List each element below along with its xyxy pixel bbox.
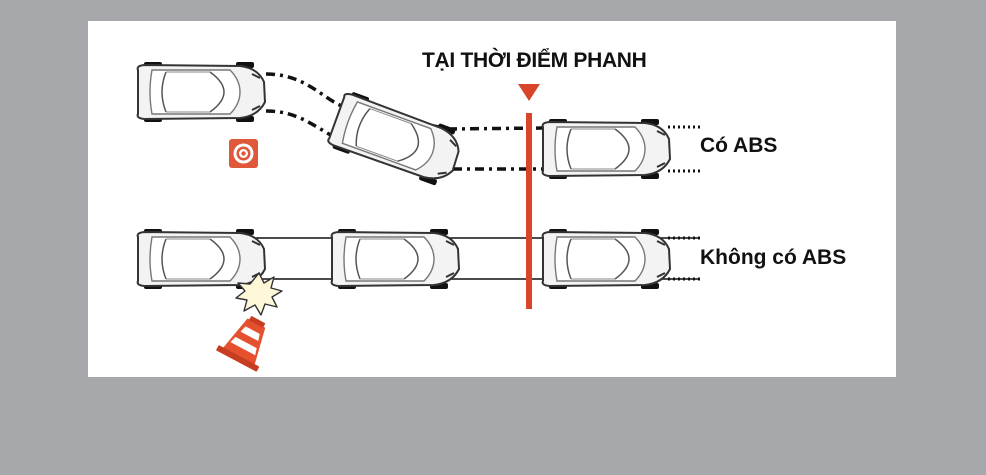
car-icon: [325, 88, 468, 191]
brake-point-title: TẠI THỜI ĐIỂM PHANH: [422, 49, 647, 72]
no-abs-track-end: [668, 236, 700, 281]
abs-row: [136, 61, 700, 191]
abs-label: Có ABS: [700, 134, 778, 157]
car-icon: [330, 228, 460, 290]
car-icon: [541, 228, 671, 290]
traffic-cone-icon: [216, 316, 266, 372]
brake-line: [526, 113, 532, 309]
car-icon: [541, 118, 671, 180]
car-icon: [136, 61, 266, 123]
brake-marker-icon: [518, 84, 540, 101]
no-abs-row: [136, 228, 700, 372]
abs-track-end: [668, 125, 700, 173]
abs-braking-diagram: [136, 61, 700, 372]
collision-burst-icon: [235, 272, 283, 316]
diagram-panel: TẠI THỜI ĐIỂM PHANH Có ABS Không có ABS: [88, 21, 896, 377]
car-icon: [136, 228, 266, 290]
no-abs-label: Không có ABS: [700, 246, 847, 269]
abs-track-top-2: [447, 126, 544, 131]
target-warning-icon: [229, 139, 258, 168]
